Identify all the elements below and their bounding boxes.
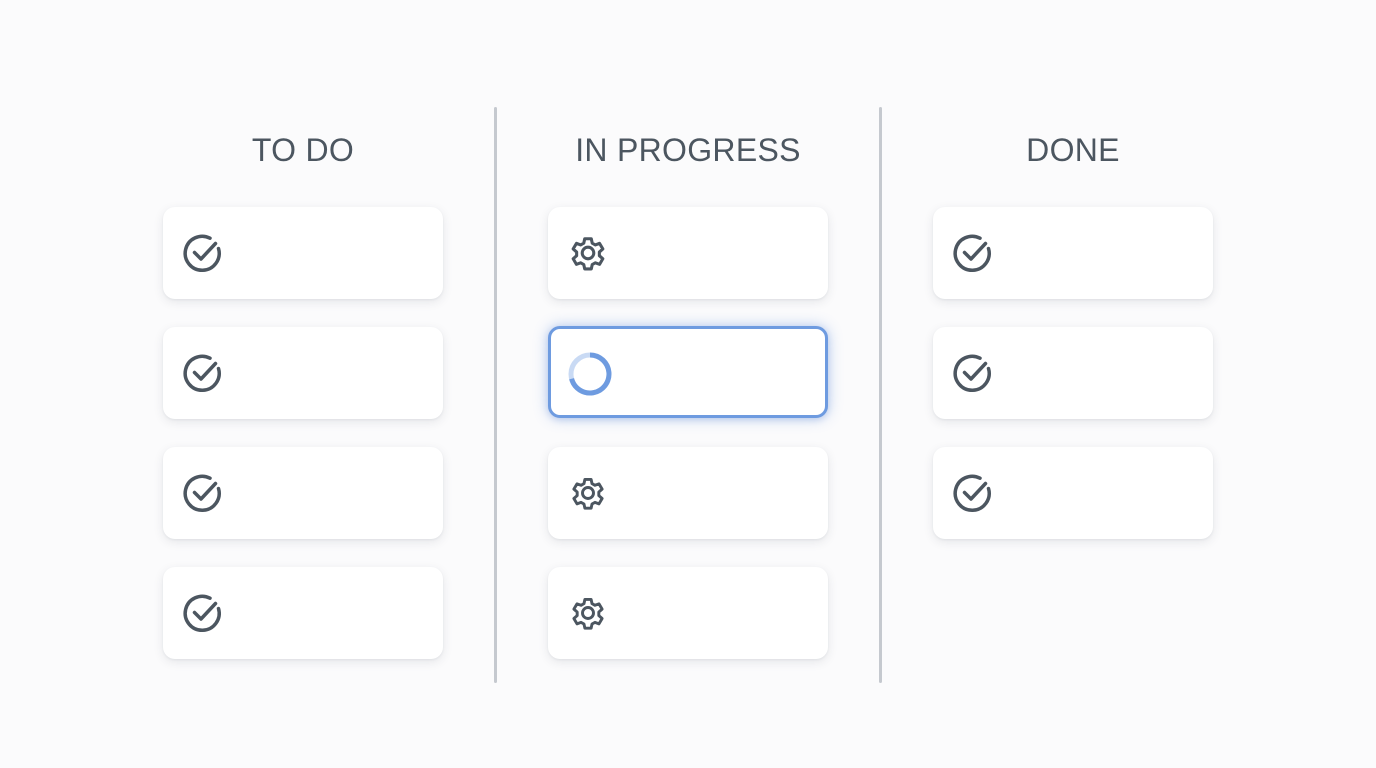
task-card[interactable] [163,567,443,659]
task-card-selected[interactable] [548,326,828,418]
loading-spinner-icon [566,350,612,396]
check-circle-icon [181,351,225,395]
task-card[interactable] [548,447,828,539]
column-divider [879,107,882,683]
gear-icon [566,471,610,515]
gear-icon [566,231,610,275]
task-card[interactable] [548,567,828,659]
task-card[interactable] [933,447,1213,539]
task-card[interactable] [163,447,443,539]
column-title-done: DONE [1026,132,1120,168]
check-circle-icon [951,231,995,275]
gear-icon [566,591,610,635]
check-circle-icon [181,591,225,635]
task-card[interactable] [163,327,443,419]
column-title-in-progress: IN PROGRESS [575,132,801,168]
check-circle-icon [951,471,995,515]
column-divider [494,107,497,683]
check-circle-icon [951,351,995,395]
check-circle-icon [181,231,225,275]
task-card[interactable] [933,327,1213,419]
task-card[interactable] [163,207,443,299]
task-card[interactable] [933,207,1213,299]
check-circle-icon [181,471,225,515]
task-card[interactable] [548,207,828,299]
column-title-todo: TO DO [251,132,355,168]
